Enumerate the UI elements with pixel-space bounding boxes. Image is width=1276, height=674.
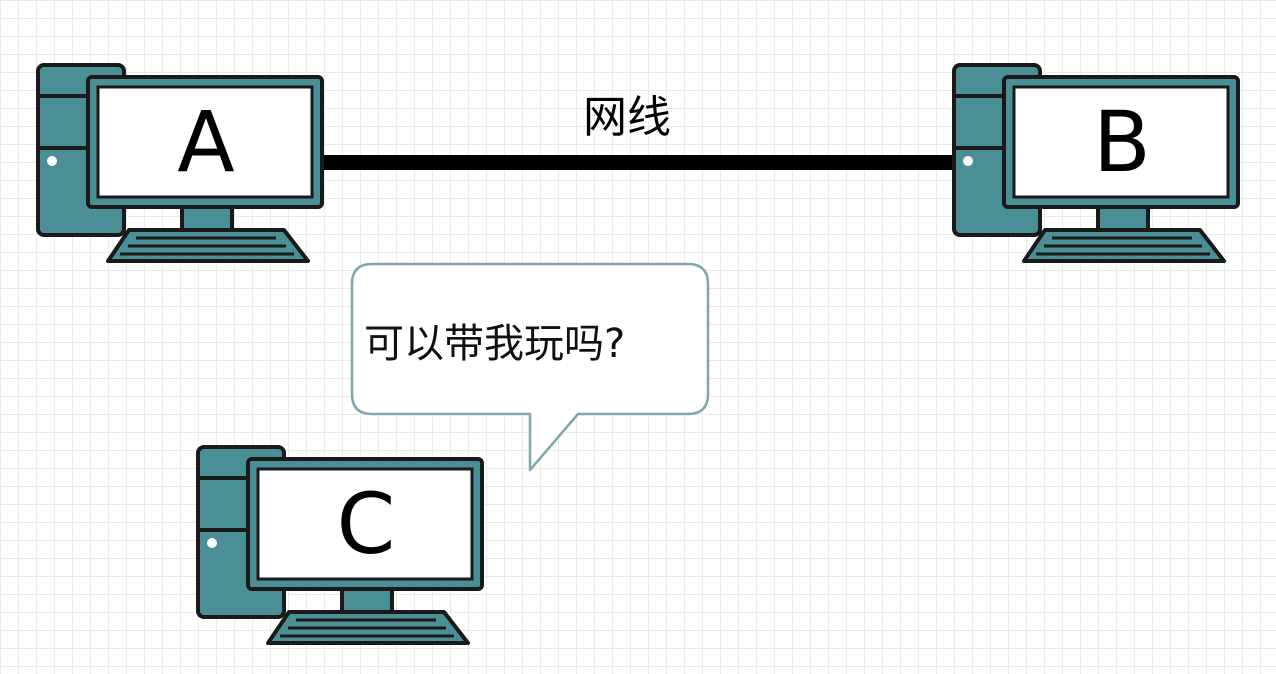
desktop-computer-icon: [952, 63, 1240, 263]
computer-a: A: [36, 62, 326, 267]
computer-b-label: B: [1093, 93, 1151, 191]
speech-bubble-text: 可以带我玩吗?: [364, 321, 626, 367]
speech-bubble: 可以带我玩吗?: [350, 262, 712, 474]
network-cable: [318, 155, 960, 170]
computer-a-label: A: [177, 93, 235, 191]
computer-c: C: [196, 444, 486, 649]
network-cable-label: 网线: [583, 92, 671, 143]
desktop-computer-icon: [36, 63, 324, 263]
computer-c-label: C: [336, 475, 396, 573]
computer-b: B: [952, 62, 1242, 267]
desktop-computer-icon: [196, 445, 484, 645]
speech-bubble-shape: [350, 262, 710, 472]
